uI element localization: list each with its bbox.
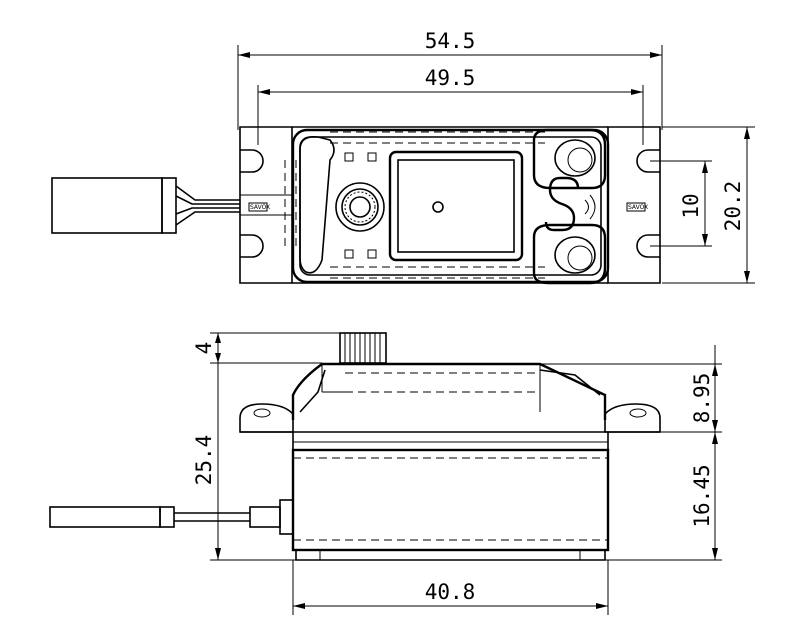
output-gear-top: [335, 182, 385, 232]
mounting-slot-right-bottom: [636, 234, 660, 258]
dim-case-width-label: 40.8: [425, 580, 476, 604]
dim-hole-spacing: 49.5: [257, 66, 644, 145]
dim-lower-height-label: 16.45: [690, 464, 714, 527]
dim-spline-height: 4: [192, 332, 340, 364]
dim-overall-width-label: 54.5: [425, 29, 476, 53]
dim-upper-height: 8.95: [540, 345, 722, 560]
upper-case-side: [291, 362, 607, 420]
internal-dashed-lines: [284, 131, 545, 279]
dim-spline-height-label: 4: [192, 342, 216, 355]
dim-overall-depth-label: 20.2: [721, 181, 745, 232]
case-body-top: [291, 128, 610, 284]
dim-hole-spacing-label: 49.5: [425, 66, 476, 90]
dim-total-height: 25.4: [192, 363, 296, 561]
label-plate-screw: [432, 201, 444, 213]
label-plate: [388, 150, 524, 262]
mounting-slot-right-top: [636, 149, 660, 173]
left-bevel: [299, 135, 335, 274]
right-bumper-top: [532, 128, 607, 190]
dim-lower-height: 16.45: [605, 432, 722, 561]
dim-overall-width: 54.5: [237, 29, 663, 130]
mounting-ear-left: [239, 403, 294, 433]
dim-case-width: 40.8: [292, 560, 609, 615]
wire-and-connector-side: [49, 499, 294, 535]
dim-hole-vertical: 10: [650, 160, 712, 247]
mounting-slot-left-bottom: [240, 234, 264, 258]
side-view: 4 25.4 8.95 16.45: [49, 332, 722, 615]
connector-label-right: SAVÖX: [628, 204, 648, 211]
connector-label-left: SAVÖX: [250, 204, 270, 211]
output-spline-side: [339, 332, 387, 364]
mounting-slot-left-top: [240, 149, 264, 173]
wire-and-connector-top: [51, 177, 240, 234]
right-bumper-bottom: [532, 223, 607, 285]
top-view: 54.5 49.5: [51, 29, 755, 285]
brand-s-logo: [544, 176, 596, 232]
dim-upper-height-label: 8.95: [690, 373, 714, 424]
lower-case-side: [291, 448, 610, 552]
dim-hole-vertical-label: 10: [679, 193, 703, 218]
dim-overall-depth: 20.2: [662, 126, 755, 284]
status-led-squares: [344, 152, 377, 259]
dim-total-height-label: 25.4: [192, 435, 216, 486]
mounting-ear-right: [604, 403, 661, 433]
